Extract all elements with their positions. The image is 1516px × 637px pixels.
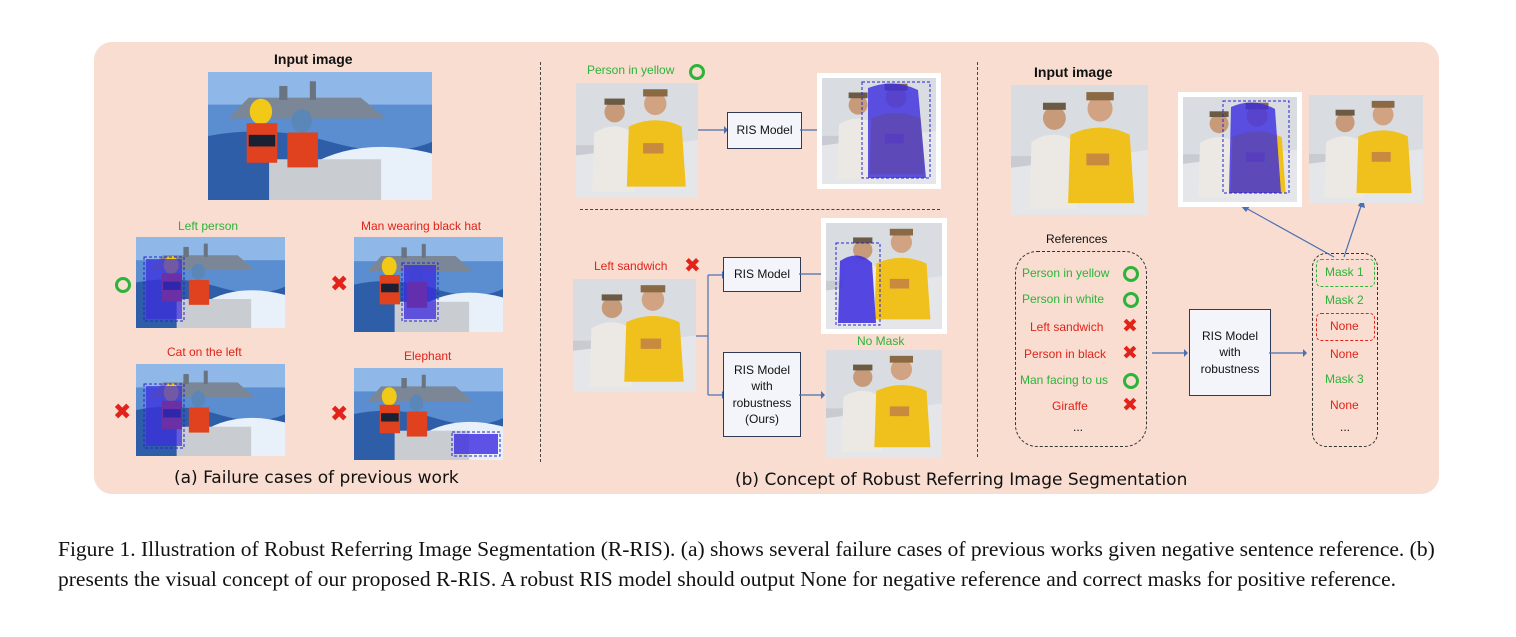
robust-model-line: RIS Model bbox=[733, 363, 791, 378]
arrow bbox=[698, 126, 728, 134]
reference-item: Person in black bbox=[1024, 347, 1107, 361]
output-image-wrong-mask bbox=[826, 223, 942, 329]
reference-item: Person in white bbox=[1022, 292, 1105, 306]
result-image-cat bbox=[136, 364, 285, 456]
arrow bbox=[800, 126, 822, 134]
robust-model-line: (Ours) bbox=[745, 411, 779, 426]
cross-icon: ✖ bbox=[1122, 315, 1138, 337]
references-box bbox=[1015, 251, 1147, 447]
reference-item: Giraffe bbox=[1052, 399, 1088, 413]
case-label-black-hat: Man wearing black hat bbox=[361, 219, 482, 233]
input-image-boat bbox=[208, 72, 432, 200]
ris-model-box: RIS Model bbox=[727, 112, 802, 149]
model-line: RIS Model bbox=[1201, 329, 1259, 344]
case-label-elephant: Elephant bbox=[404, 349, 452, 363]
cross-icon: ✖ bbox=[113, 400, 132, 425]
mask-arrows bbox=[1240, 198, 1365, 258]
arrow bbox=[799, 391, 825, 399]
input-image-men bbox=[573, 279, 696, 392]
cross-icon: ✖ bbox=[330, 272, 349, 297]
result-image-elephant bbox=[354, 368, 503, 460]
output-ellipsis: ... bbox=[1340, 420, 1351, 434]
check-circle-icon bbox=[1123, 266, 1139, 282]
robust-ris-model-box: RIS Model with robustness bbox=[1189, 309, 1271, 396]
output-item: Mask 3 bbox=[1325, 372, 1364, 386]
output-item: None bbox=[1330, 347, 1359, 361]
arrow bbox=[1152, 349, 1188, 357]
ris-model-box: RIS Model bbox=[723, 257, 801, 292]
check-circle-icon bbox=[115, 277, 131, 293]
result-image-left-person bbox=[136, 237, 285, 328]
branch-arrows bbox=[696, 271, 726, 399]
check-circle-icon bbox=[1123, 373, 1139, 389]
model-line: robustness bbox=[1200, 361, 1260, 376]
case-label-cat: Cat on the left bbox=[167, 345, 242, 359]
output-item: Mask 1 bbox=[1325, 265, 1364, 279]
robust-ris-model-box: RIS Model with robustness (Ours) bbox=[723, 352, 801, 437]
cross-icon: ✖ bbox=[684, 253, 701, 277]
output-item: None bbox=[1330, 398, 1359, 412]
divider bbox=[580, 209, 940, 210]
input-image-men bbox=[576, 83, 698, 197]
divider bbox=[977, 62, 978, 457]
panel-a-caption: (a) Failure cases of previous work bbox=[174, 468, 459, 488]
divider bbox=[540, 62, 541, 462]
cross-icon: ✖ bbox=[1122, 394, 1138, 416]
query-left-sandwich: Left sandwich bbox=[594, 259, 668, 273]
reference-item: Man facing to us bbox=[1020, 373, 1109, 387]
cross-icon: ✖ bbox=[330, 402, 349, 427]
panel-a-title: Input image bbox=[274, 51, 353, 67]
none-highlight bbox=[1316, 313, 1375, 341]
mask-highlight bbox=[1316, 259, 1375, 287]
check-circle-icon bbox=[689, 64, 705, 80]
panel-b-caption: (b) Concept of Robust Referring Image Se… bbox=[735, 470, 1188, 490]
output-item: None bbox=[1330, 319, 1359, 333]
result-image-black-hat bbox=[354, 237, 503, 332]
reference-item: Person in yellow bbox=[1022, 266, 1110, 280]
output-mask-1-image bbox=[1183, 97, 1297, 202]
check-circle-icon bbox=[1123, 292, 1139, 308]
arrow bbox=[799, 270, 825, 278]
output-image-no-mask bbox=[826, 350, 942, 457]
robust-model-line: with bbox=[751, 379, 773, 394]
robust-model-line: robustness bbox=[732, 395, 792, 410]
output-image-yellow-mask bbox=[822, 78, 936, 184]
no-mask-label: No Mask bbox=[857, 334, 905, 348]
query-person-in-yellow: Person in yellow bbox=[587, 63, 675, 77]
reference-ellipsis: ... bbox=[1073, 420, 1084, 434]
arrow bbox=[1269, 349, 1307, 357]
cross-icon: ✖ bbox=[1122, 342, 1138, 364]
output-item: Mask 2 bbox=[1325, 293, 1364, 307]
references-title: References bbox=[1046, 232, 1108, 246]
figure-caption: Figure 1. Illustration of Robust Referri… bbox=[58, 537, 1435, 591]
input-image-men bbox=[1011, 85, 1148, 215]
output-mask-2-image bbox=[1309, 95, 1423, 203]
panel-b-right-title: Input image bbox=[1034, 64, 1113, 80]
model-line: with bbox=[1219, 345, 1241, 360]
reference-item: Left sandwich bbox=[1030, 320, 1104, 334]
case-label-left-person: Left person bbox=[178, 219, 239, 233]
